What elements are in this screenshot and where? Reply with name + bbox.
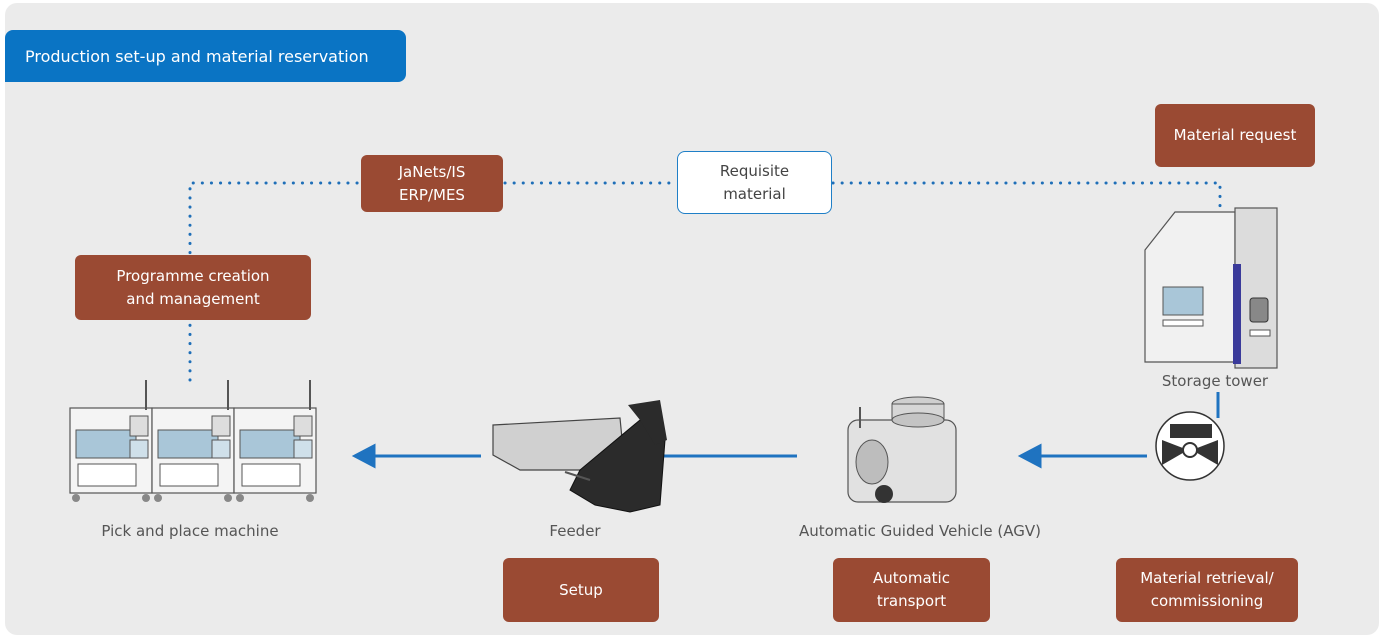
section-title: Production set-up and material reservati… [5,30,406,82]
feeder-caption: Feeder [549,522,601,540]
pick-place-caption: Pick and place machine [101,522,279,540]
agv-illustration [847,396,957,503]
automatic-transport-box: Automatic transport [833,558,990,622]
setup-box: Setup [503,558,659,622]
agv-caption: Automatic Guided Vehicle (AGV) [798,522,1042,540]
reel-icon [1155,411,1225,481]
arrow-head-machine [351,443,376,469]
dotted-link-right [831,181,1222,210]
erp-mes-box: JaNets/IS ERP/MES [361,155,503,212]
dotted-link-left [188,181,362,382]
programme-creation-box: Programme creation and management [75,255,311,320]
material-request-box: Material request [1155,104,1315,167]
feeder-illustration [492,400,667,513]
storage-tower-illustration [1144,207,1278,369]
storage-tower-caption: Storage tower [1161,372,1269,390]
material-retrieval-box: Material retrieval/ commissioning [1116,558,1298,622]
requisite-material-box: Requisite material [677,151,832,214]
arrow-head-agv [1017,443,1042,469]
pick-and-place-machine-illustration [69,380,317,502]
